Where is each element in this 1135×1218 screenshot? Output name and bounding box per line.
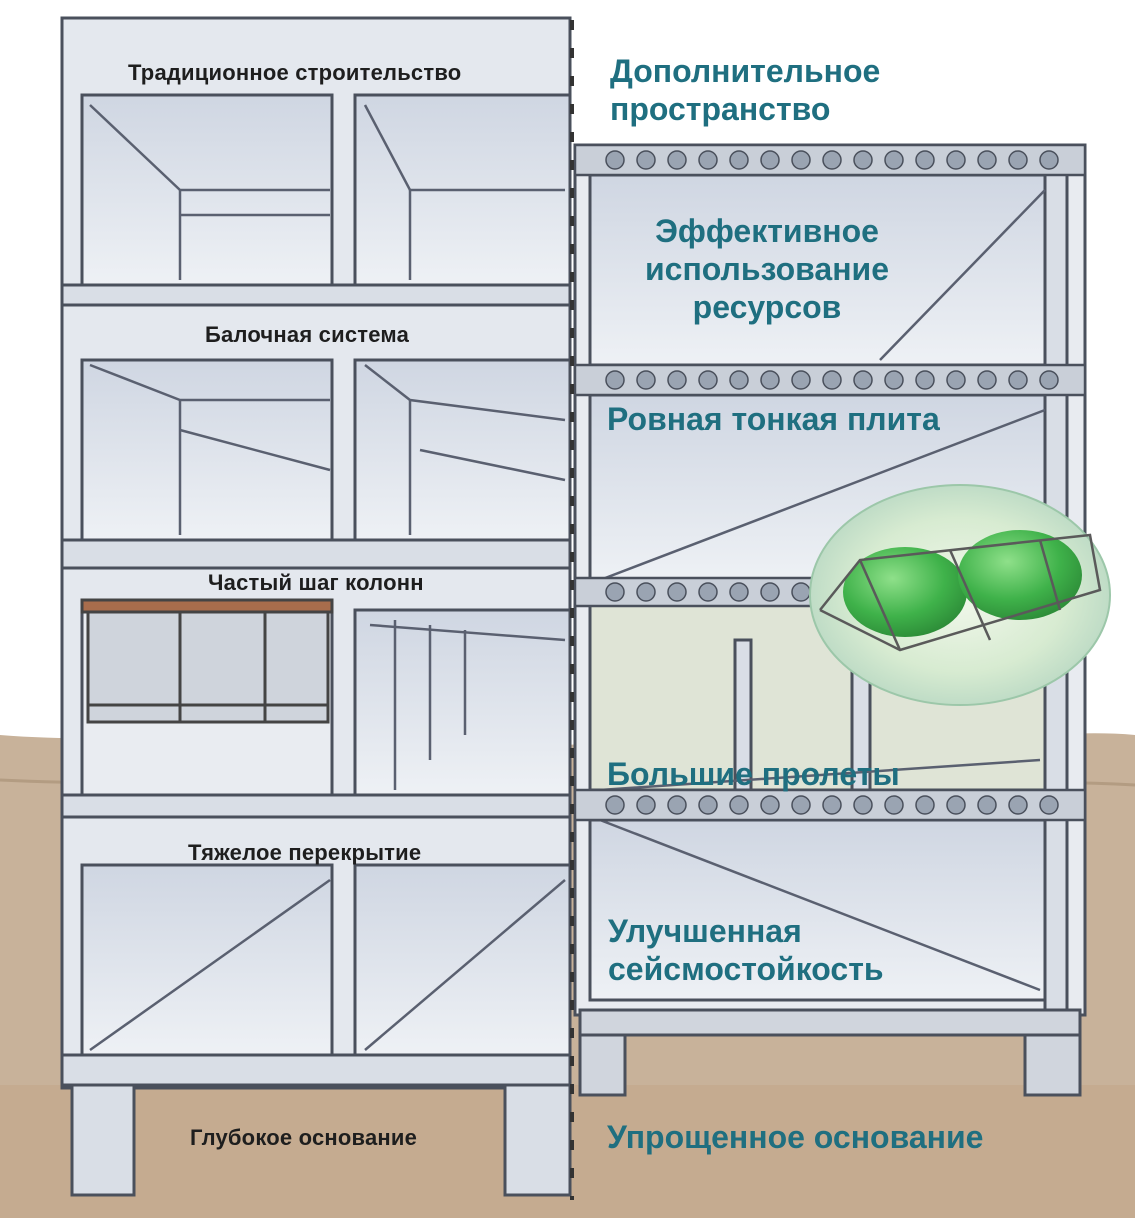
slab-void — [1039, 795, 1059, 815]
slab-void — [698, 582, 718, 602]
slab-void — [698, 795, 718, 815]
label-flat-thin-slab: Ровная тонкая плита — [607, 401, 940, 437]
slab-void — [1039, 150, 1059, 170]
slab-void — [605, 370, 625, 390]
slab-void — [698, 150, 718, 170]
slab-void — [636, 582, 656, 602]
label-traditional-construction: Традиционное строительство — [128, 60, 462, 85]
slab-void — [853, 370, 873, 390]
slab-void — [760, 150, 780, 170]
slab-void — [729, 370, 749, 390]
slab-void — [636, 370, 656, 390]
slab-void — [884, 150, 904, 170]
slab-void — [791, 150, 811, 170]
void-former-inset — [809, 484, 1111, 706]
label-resources-line-2: использование — [644, 251, 890, 287]
label-beam-system: Балочная система — [205, 322, 410, 347]
slab-void — [791, 370, 811, 390]
slab-void — [729, 150, 749, 170]
slab-void — [853, 150, 873, 170]
label-column-pitch: Частый шаг колонн — [208, 570, 424, 595]
slab-void — [760, 370, 780, 390]
slab-void — [636, 795, 656, 815]
slab-void — [605, 150, 625, 170]
slab-void — [605, 582, 625, 602]
slab-void — [729, 795, 749, 815]
slab-void — [915, 370, 935, 390]
slab-void — [667, 582, 687, 602]
slab-void — [946, 150, 966, 170]
label-extra-space-line-1: Дополнительное — [610, 53, 881, 89]
slab-void — [822, 795, 842, 815]
slab-void — [977, 795, 997, 815]
label-resources-line-1: Эффективное — [655, 213, 879, 249]
slab-void — [760, 582, 780, 602]
slab-void — [822, 370, 842, 390]
slab-void — [884, 795, 904, 815]
slab-void — [1008, 150, 1028, 170]
label-resources-line-3: ресурсов — [692, 289, 842, 325]
slab-void — [791, 582, 811, 602]
slab-void — [605, 795, 625, 815]
slab-void — [977, 150, 997, 170]
slab-void — [915, 150, 935, 170]
slab-void — [915, 795, 935, 815]
slab-void — [698, 370, 718, 390]
slab-void — [729, 582, 749, 602]
label-extra-space: Дополнительное пространство — [610, 52, 880, 128]
label-large-spans: Большие пролеты — [607, 756, 900, 792]
slab-void — [884, 370, 904, 390]
slab-void — [977, 370, 997, 390]
slab-void — [760, 795, 780, 815]
label-extra-space-line-2: пространство — [610, 91, 831, 127]
slab-void — [791, 795, 811, 815]
slab-void — [667, 795, 687, 815]
label-seismic-line-1: Улучшенная — [608, 913, 802, 949]
slab-void — [822, 150, 842, 170]
perspective-lines — [599, 189, 1046, 992]
slab-void — [1008, 795, 1028, 815]
slab-void — [946, 370, 966, 390]
label-deep-foundation: Глубокое основание — [190, 1125, 418, 1150]
slab-void — [1008, 370, 1028, 390]
slab-void — [853, 795, 873, 815]
label-seismic: Улучшенная сейсмостойкость — [608, 912, 884, 988]
label-seismic-line-2: сейсмостойкость — [608, 951, 884, 987]
slab-void — [636, 150, 656, 170]
slab-void — [946, 795, 966, 815]
beam-lines — [89, 104, 566, 1052]
slab-void — [1039, 370, 1059, 390]
window-frame — [80, 598, 334, 724]
slab-void — [667, 370, 687, 390]
label-simple-foundation: Упрощенное основание — [607, 1119, 984, 1155]
label-heavy-slab: Тяжелое перекрытие — [188, 840, 422, 865]
label-resource-efficiency: Эффективное использование ресурсов — [612, 212, 922, 326]
slab-void — [667, 150, 687, 170]
